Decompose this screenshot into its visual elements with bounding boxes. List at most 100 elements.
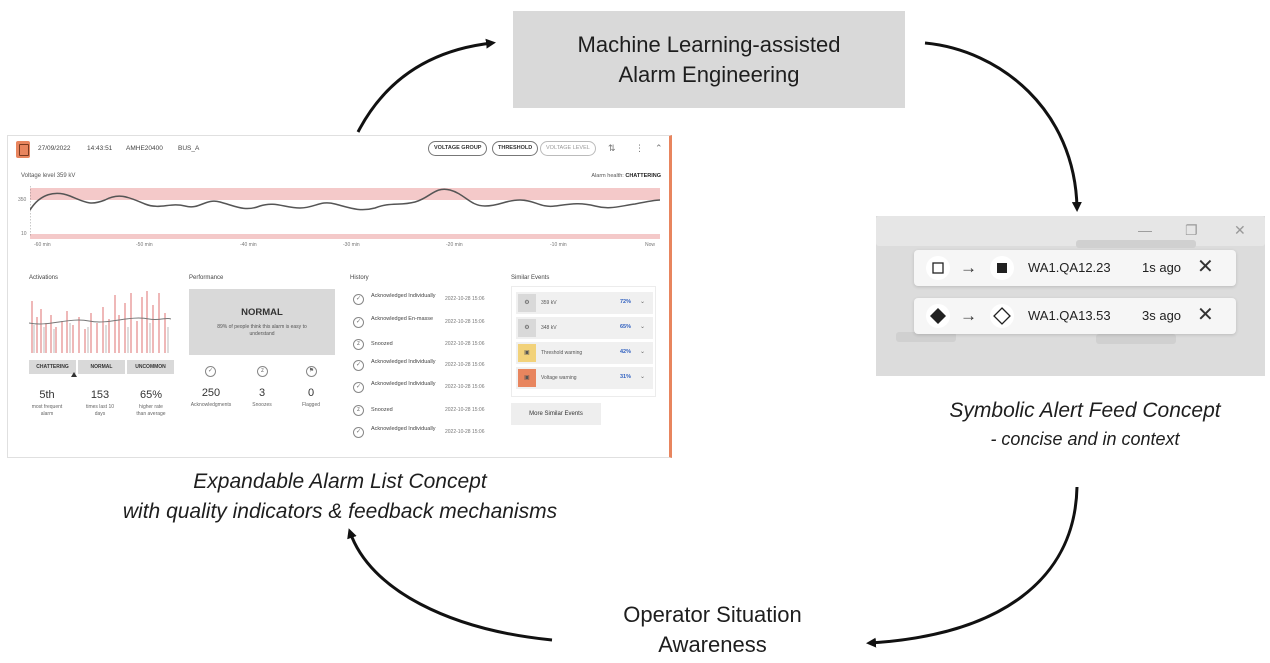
performance-box: NORMAL 89% of people think this alarm is…	[189, 289, 335, 355]
top-box-line2: Alarm Engineering	[618, 61, 800, 87]
check-circle-icon: ✓	[353, 317, 364, 328]
pill-voltage-group[interactable]: VOLTAGE GROUP	[428, 141, 488, 156]
operator-awareness-label: Operator Situation Awareness	[623, 602, 802, 657]
gear-icon: ⚙	[518, 294, 536, 312]
flag-icon: ⚑	[306, 366, 317, 377]
alert-feed-caption: Symbolic Alert Feed Concept - concise an…	[949, 399, 1221, 449]
tag-normal: NORMAL	[78, 360, 125, 374]
alert-code: WA1.QA13.53	[1028, 308, 1111, 323]
performance-desc: 89% of people think this alarm is easy t…	[217, 324, 307, 337]
chevron-down-icon: ⌄	[640, 299, 646, 305]
check-circle-icon: ✓	[205, 366, 216, 377]
activations-title: Activations	[29, 275, 59, 281]
x-tick: -60 min	[34, 242, 51, 248]
alarm-bus: BUS_A	[178, 145, 200, 152]
x-tick: -40 min	[240, 242, 257, 248]
pill-threshold[interactable]: THRESHOLD	[492, 141, 539, 156]
stat-acknowledgments: 250 Acknowledgments	[190, 387, 232, 408]
arrow-to-alarm-list	[347, 528, 553, 642]
dismiss-icon[interactable]: ✕	[1197, 256, 1214, 278]
x-tick: -50 min	[136, 242, 153, 248]
clipboard-icon[interactable]	[16, 141, 30, 158]
snooze-icon: z	[353, 339, 364, 350]
alarm-date: 27/09/2022	[38, 145, 71, 152]
stat-snoozes: 3 Snoozes	[252, 387, 272, 408]
similar-event-row[interactable]: ⚙ 348 kV 65% ⌄	[516, 317, 653, 339]
blurred-content	[896, 332, 956, 342]
x-tick: -10 min	[550, 242, 567, 248]
alert-card[interactable]: → WA1.QA12.23 1s ago ✕	[914, 250, 1236, 286]
dismiss-icon[interactable]: ✕	[1197, 304, 1214, 326]
square-outline-icon	[926, 256, 950, 280]
window-titlebar	[876, 216, 1265, 246]
ml-alarm-engineering-box: Machine Learning-assisted Alarm Engineer…	[513, 11, 905, 108]
chevron-up-icon[interactable]: ⌃	[655, 143, 663, 153]
x-tick: -30 min	[343, 242, 360, 248]
alert-card[interactable]: → WA1.QA13.53 3s ago ✕	[914, 298, 1236, 334]
alarm-health: Alarm health: CHATTERING	[591, 173, 661, 179]
alarm-time: 14:43:51	[87, 145, 113, 152]
blurred-content	[1096, 334, 1176, 344]
alert-code: WA1.QA12.23	[1028, 260, 1111, 275]
diamond-outline-icon	[990, 304, 1014, 328]
stat-flagged: 0 Flagged	[301, 387, 321, 408]
chevron-down-icon: ⌄	[640, 374, 646, 380]
check-circle-icon: ✓	[353, 360, 364, 371]
similar-event-row[interactable]: ▣ Voltage warning 31% ⌄	[516, 367, 653, 389]
activation-marker	[71, 372, 77, 377]
x-tick: Now	[645, 242, 656, 248]
x-tick: -20 min	[446, 242, 463, 248]
alarm-list-caption: Expandable Alarm List Concept with quali…	[122, 470, 558, 523]
similar-event-row[interactable]: ⚙ 359 kV 72% ⌄	[516, 292, 653, 314]
arrow-to-ml-box	[356, 38, 496, 133]
similar-event-row[interactable]: ▣ Threshold warning 42% ⌄	[516, 342, 653, 364]
clipboard-icon: ▣	[518, 344, 536, 362]
performance-status: NORMAL	[241, 307, 283, 318]
activation-tags: CHATTERING NORMAL UNCOMMON	[29, 360, 174, 374]
snooze-icon: z	[257, 366, 268, 377]
voltage-level-label: Voltage level 359 kV	[21, 173, 76, 179]
arrow-right-icon: →	[960, 306, 977, 325]
tag-chattering: CHATTERING	[29, 360, 76, 374]
arrow-right-icon: →	[960, 258, 977, 277]
restore-icon[interactable]: ❐	[1185, 222, 1198, 238]
close-icon[interactable]: ✕	[1234, 222, 1246, 238]
square-filled-icon	[990, 256, 1014, 280]
performance-title: Performance	[189, 275, 224, 281]
alert-time: 1s ago	[1142, 260, 1182, 275]
voltage-line	[30, 188, 660, 211]
arrow-to-feed	[924, 41, 1082, 212]
y-tick-low: 10	[21, 231, 27, 237]
chevron-down-icon: ⌄	[640, 324, 646, 330]
alarm-id: AMHE20400	[126, 145, 163, 152]
activations-chart	[29, 291, 171, 353]
more-vert-icon[interactable]: ⋮	[635, 143, 644, 153]
more-similar-events-button[interactable]: More Similar Events	[511, 403, 601, 425]
swap-icon[interactable]: ⇅	[608, 143, 616, 153]
gear-icon: ⚙	[518, 319, 536, 337]
history-title: History	[350, 275, 369, 281]
arrow-to-awareness	[866, 486, 1079, 648]
alarm-header: 27/09/2022 14:43:51 AMHE20400 BUS_A VOLT…	[8, 136, 669, 162]
voltage-chart	[30, 186, 660, 239]
symbolic-alert-feed-panel: — ❐ ✕ → WA1.QA12.23 1s ago ✕ → WA1.QA13.…	[876, 216, 1265, 376]
alarm-list-panel: 27/09/2022 14:43:51 AMHE20400 BUS_A VOLT…	[7, 135, 672, 458]
check-circle-icon: ✓	[353, 382, 364, 393]
diamond-filled-icon	[926, 304, 950, 328]
clipboard-icon: ▣	[518, 369, 536, 387]
top-box-line1: Machine Learning-assisted	[577, 31, 841, 57]
pill-voltage-level[interactable]: VOLTAGE LEVEL	[540, 141, 596, 156]
tag-uncommon: UNCOMMON	[127, 360, 174, 374]
chevron-down-icon: ⌄	[640, 349, 646, 355]
minimize-icon[interactable]: —	[1138, 222, 1152, 238]
similar-events-title: Similar Events	[511, 275, 550, 281]
